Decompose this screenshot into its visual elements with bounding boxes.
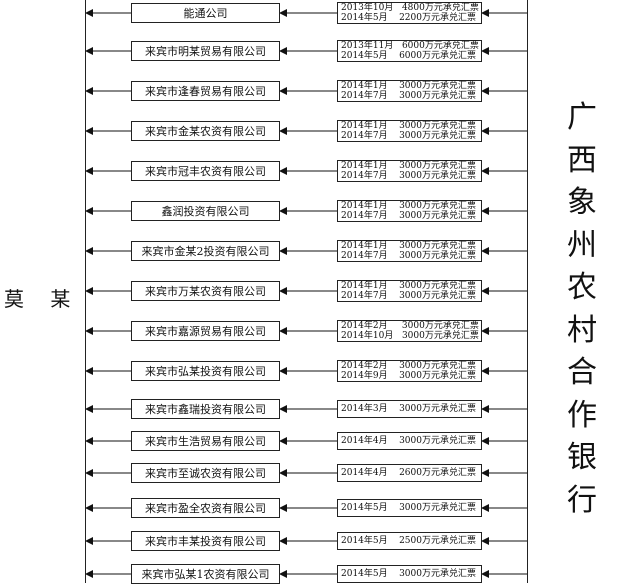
bill-line: 2013年11月 6000万元承兑汇票 [341, 41, 479, 51]
person-boundary-line [85, 0, 86, 583]
bill-line: 2014年7月 3000万元承兑汇票 [341, 251, 476, 261]
bill-box: 2014年4月 2600万元承兑汇票 [337, 464, 482, 482]
company-box: 来宾市至诚农资有限公司 [131, 463, 280, 483]
bill-box: 2014年4月 3000万元承兑汇票 [337, 432, 482, 450]
company-box: 鑫润投资有限公司 [131, 201, 280, 221]
company-box: 能通公司 [131, 3, 280, 23]
bill-line: 2014年5月 6000万元承兑汇票 [341, 51, 476, 61]
bill-line: 2014年1月 3000万元承兑汇票 [341, 241, 476, 251]
bill-line: 2014年7月 3000万元承兑汇票 [341, 91, 476, 101]
company-box: 来宾市生浩贸易有限公司 [131, 431, 280, 451]
bill-line: 2014年1月 3000万元承兑汇票 [341, 201, 476, 211]
bill-line: 2014年4月 2600万元承兑汇票 [341, 468, 476, 478]
bill-box: 2014年5月 3000万元承兑汇票 [337, 565, 482, 583]
company-box: 来宾市冠丰农资有限公司 [131, 161, 280, 181]
bill-line: 2014年10月 3000万元承兑汇票 [341, 331, 479, 341]
company-box: 来宾市金某农资有限公司 [131, 121, 280, 141]
bill-line: 2014年1月 3000万元承兑汇票 [341, 81, 476, 91]
bill-line: 2014年9月 3000万元承兑汇票 [341, 371, 476, 381]
bill-line: 2014年1月 3000万元承兑汇票 [341, 161, 476, 171]
company-box: 来宾市万某农资有限公司 [131, 281, 280, 301]
company-box: 来宾市弘某投资有限公司 [131, 361, 280, 381]
company-box: 来宾市盈全农资有限公司 [131, 498, 280, 518]
bill-line: 2014年7月 3000万元承兑汇票 [341, 131, 476, 141]
bill-box: 2014年3月 3000万元承兑汇票 [337, 400, 482, 418]
company-box: 来宾市鑫瑞投资有限公司 [131, 399, 280, 419]
company-box: 来宾市逢春贸易有限公司 [131, 81, 280, 101]
company-box: 来宾市丰某投资有限公司 [131, 531, 280, 551]
bill-box: 2014年5月 3000万元承兑汇票 [337, 499, 482, 517]
bill-line: 2014年7月 3000万元承兑汇票 [341, 291, 476, 301]
bill-line: 2014年2月 3000万元承兑汇票 [341, 321, 479, 331]
bill-line: 2014年4月 3000万元承兑汇票 [341, 436, 476, 446]
bill-line: 2014年1月 3000万元承兑汇票 [341, 121, 476, 131]
bill-line: 2014年5月 3000万元承兑汇票 [341, 503, 476, 513]
bill-box: 2014年5月 2500万元承兑汇票 [337, 532, 482, 550]
bank-label: 广西象州农村合作银行 [567, 100, 597, 518]
bill-line: 2014年7月 3000万元承兑汇票 [341, 171, 476, 181]
bank-boundary-line [527, 0, 528, 583]
bill-line: 2013年10月 4800万元承兑汇票 [341, 3, 479, 13]
company-box: 来宾市嘉源贸易有限公司 [131, 321, 280, 341]
bill-line: 2014年2月 3000万元承兑汇票 [341, 361, 476, 371]
bill-line: 2014年5月 2500万元承兑汇票 [341, 536, 476, 546]
bill-line: 2014年7月 3000万元承兑汇票 [341, 211, 476, 221]
company-box: 来宾市弘某1农资有限公司 [131, 564, 280, 584]
bill-line: 2014年3月 3000万元承兑汇票 [341, 404, 476, 414]
bill-line: 2014年1月 3000万元承兑汇票 [341, 281, 476, 291]
person-label: 莫 某 [4, 287, 81, 311]
bill-line: 2014年5月 2200万元承兑汇票 [341, 13, 476, 23]
bill-line: 2014年5月 3000万元承兑汇票 [341, 569, 476, 579]
company-box: 来宾市明某贸易有限公司 [131, 41, 280, 61]
company-box: 来宾市金某2投资有限公司 [131, 241, 280, 261]
